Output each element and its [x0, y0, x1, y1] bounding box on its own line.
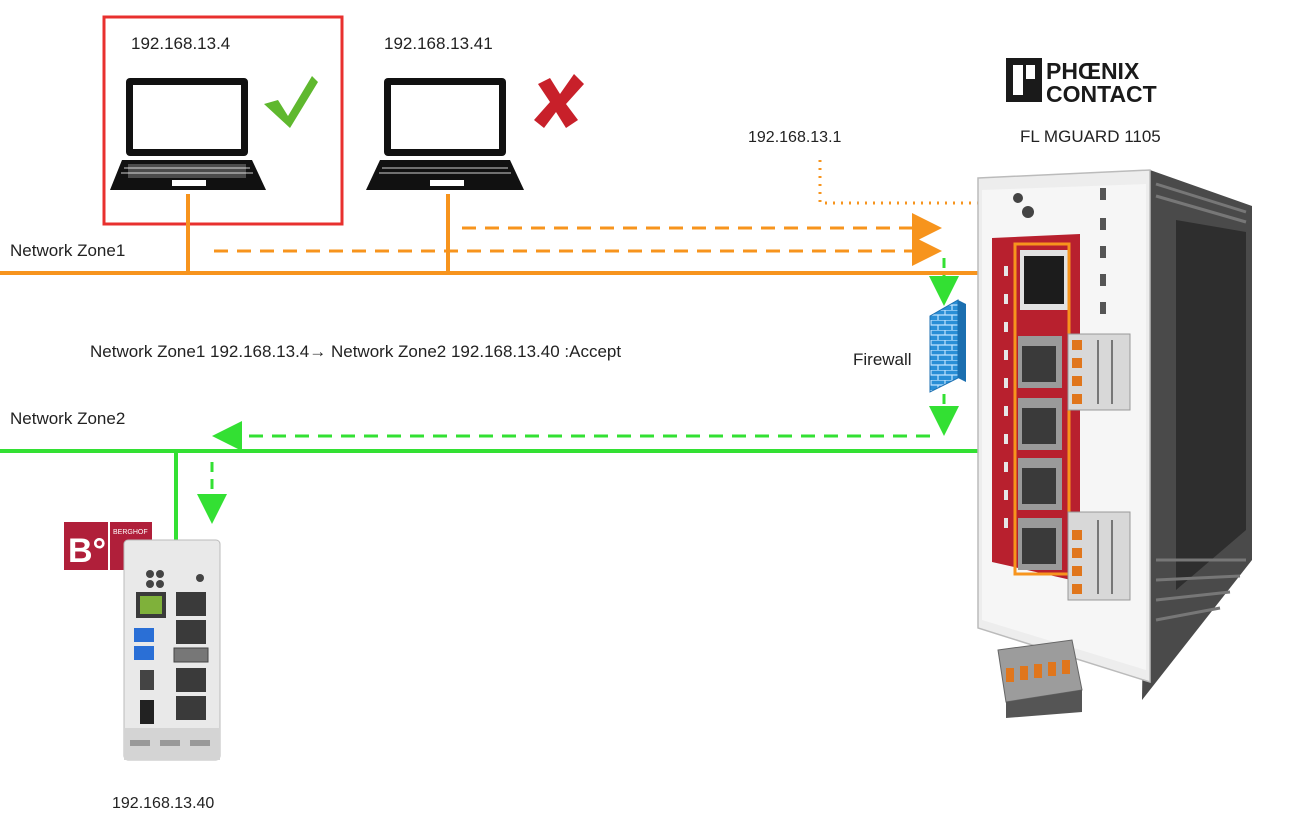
phoenix-contact-logo: PHŒNIX CONTACT — [1006, 58, 1157, 107]
laptop-allowed: 192.168.13.4 — [102, 15, 344, 226]
laptop-icon — [110, 78, 266, 190]
firewall-rule-text: Network Zone1 192.168.13.4→ Network Zone… — [90, 342, 621, 361]
laptop-allowed-ip: 192.168.13.4 — [131, 34, 230, 53]
zone1-label: Network Zone1 — [10, 241, 125, 260]
plc-ip: 192.168.13.40 — [112, 795, 214, 812]
laptop-blocked-ip: 192.168.13.41 — [384, 34, 493, 53]
usb-port-icon — [134, 628, 154, 660]
router-ip: 192.168.13.1 — [748, 129, 842, 146]
plc-device — [123, 539, 221, 761]
berghof-name: BERGHOF — [113, 529, 148, 536]
terminal-block-top — [1067, 333, 1131, 411]
highlight-box — [102, 15, 344, 226]
router-model: FL MGUARD 1105 — [1020, 127, 1161, 146]
check-icon — [264, 76, 318, 128]
terminal-block-bottom — [1067, 511, 1131, 601]
mguard-device — [977, 169, 1252, 718]
laptop-icon — [366, 78, 524, 190]
brand-line1: PHŒNIX — [1046, 58, 1140, 84]
router-ip-pointer — [818, 160, 1055, 242]
bottom-connector — [997, 639, 1083, 718]
laptop-blocked: 192.168.13.41 — [366, 34, 584, 190]
firewall-brick-icon — [929, 299, 966, 393]
cross-icon — [534, 74, 584, 128]
firewall-label: Firewall — [853, 350, 912, 369]
brand-line2: CONTACT — [1046, 81, 1157, 107]
zone2-label: Network Zone2 — [10, 409, 125, 428]
ethernet-port-icon — [1020, 250, 1068, 310]
berghof-mark: B° — [68, 532, 106, 570]
